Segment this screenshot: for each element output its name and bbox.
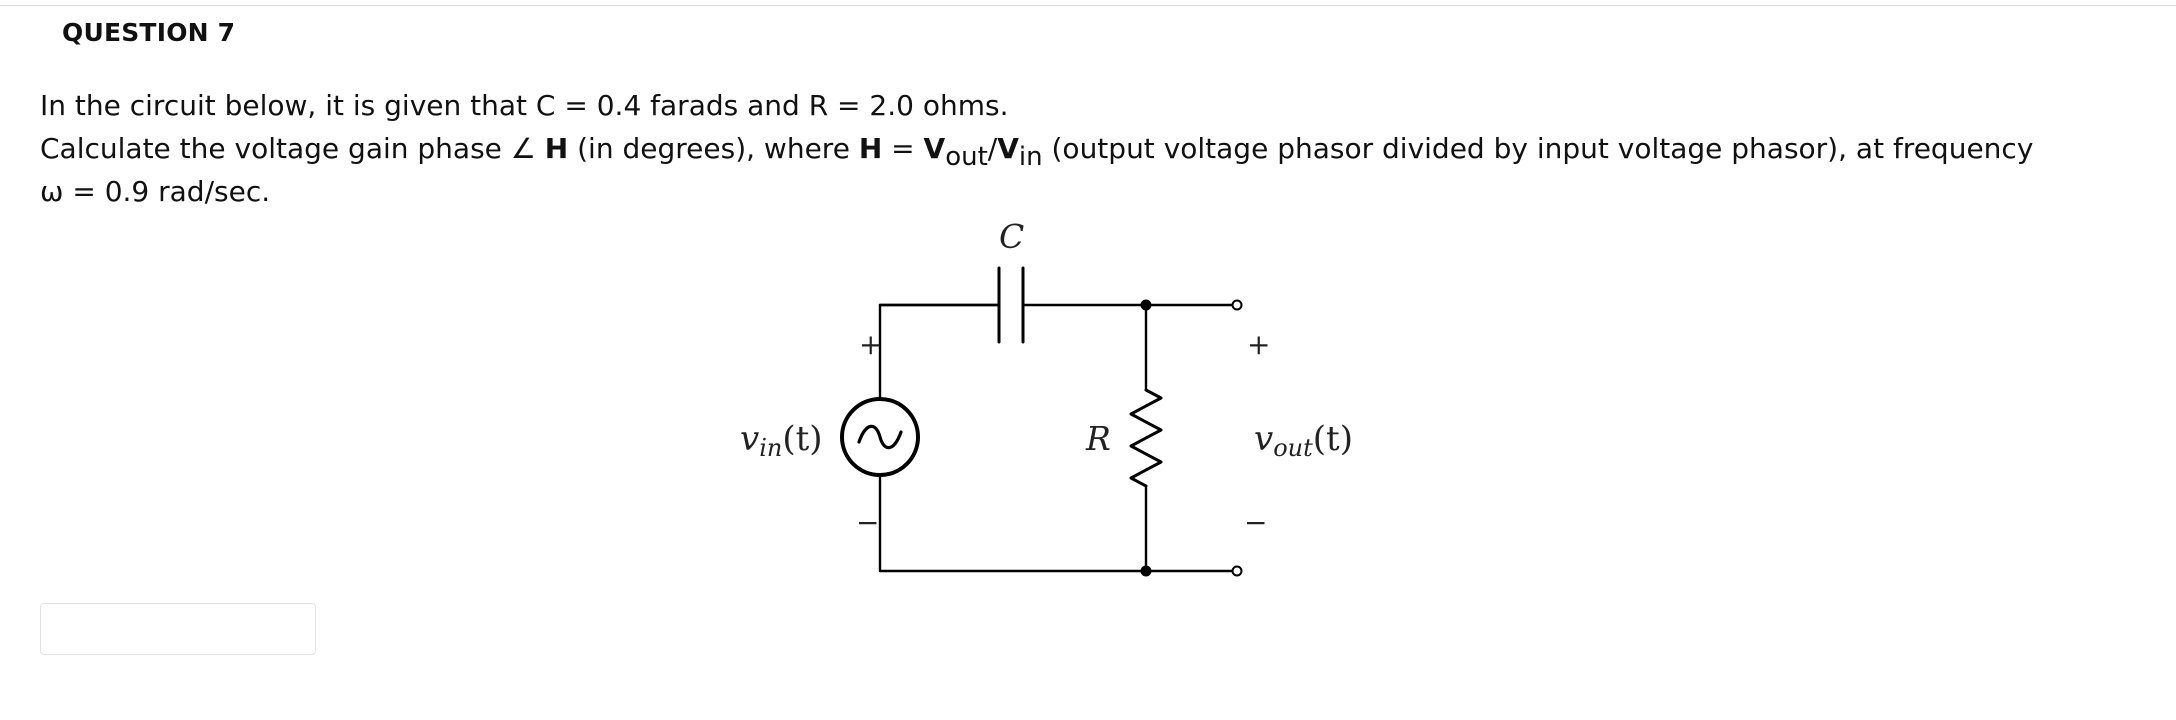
circuit-diagram: C R + − + − vin(t) vout(t) <box>740 218 1353 577</box>
question-given-line: In the circuit below, it is given that C… <box>40 89 1009 122</box>
question-title: QUESTION 7 <box>62 18 236 47</box>
source-plus-sign: + <box>859 328 882 361</box>
vin-label: vin(t) <box>740 419 823 462</box>
top-divider <box>0 5 2176 6</box>
junction-top <box>1140 299 1152 311</box>
capacitor-label: C <box>999 218 1024 256</box>
source-minus-sign: − <box>856 506 879 539</box>
question-text: In the circuit below, it is given that C… <box>40 84 2040 213</box>
output-plus-sign: + <box>1247 328 1270 361</box>
resistor-label: R <box>1085 419 1111 458</box>
terminal-bottom <box>1231 565 1243 577</box>
vout-label: vout(t) <box>1254 419 1353 462</box>
question-task-line: Calculate the voltage gain phase ∠ H (in… <box>40 132 2034 208</box>
answer-input[interactable] <box>40 603 316 655</box>
resistor-zigzag <box>1129 388 1163 488</box>
ac-source-icon <box>840 397 920 477</box>
terminal-top <box>1231 299 1243 311</box>
junction-bottom <box>1140 565 1152 577</box>
output-minus-sign: − <box>1244 506 1267 539</box>
